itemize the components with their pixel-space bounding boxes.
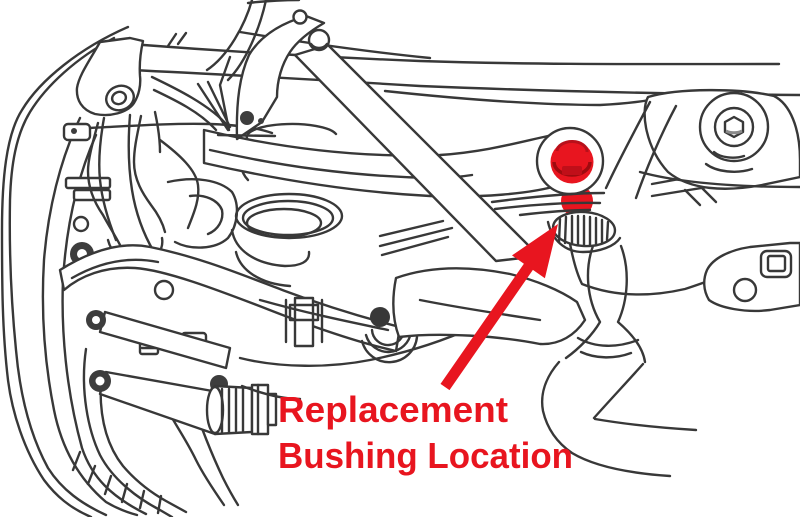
svg-text:Bushing Location: Bushing Location <box>278 435 573 476</box>
svg-text:Replacement: Replacement <box>278 389 508 430</box>
